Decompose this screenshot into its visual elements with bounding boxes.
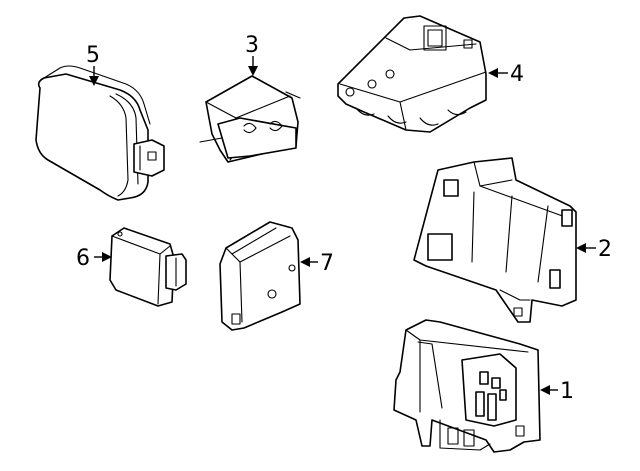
callout-1: 1: [540, 379, 574, 404]
callout-6: 6: [76, 246, 112, 271]
callout-1-label: 1: [560, 379, 574, 404]
part-6-small-module[interactable]: [109, 227, 187, 307]
callout-4-label: 4: [510, 62, 524, 87]
part-5-sensor-module[interactable]: [35, 65, 165, 201]
part-3-relay-bracket[interactable]: [199, 75, 301, 163]
callout-5: 5: [86, 43, 100, 86]
callout-5-label: 5: [86, 43, 100, 68]
callout-7-label: 7: [320, 251, 334, 276]
part-7-electronic-module[interactable]: [219, 221, 301, 331]
part-2-mounting-bracket[interactable]: [413, 157, 577, 323]
callout-3-label: 3: [245, 33, 259, 58]
callout-7: 7: [300, 251, 334, 276]
callout-2: 2: [576, 237, 612, 262]
callout-3: 3: [245, 33, 259, 76]
callout-6-label: 6: [76, 246, 90, 271]
callout-2-label: 2: [598, 237, 612, 262]
part-4-control-module[interactable]: [337, 15, 487, 133]
callout-4: 4: [488, 62, 524, 87]
part-1-fuse-box[interactable]: [393, 319, 541, 453]
